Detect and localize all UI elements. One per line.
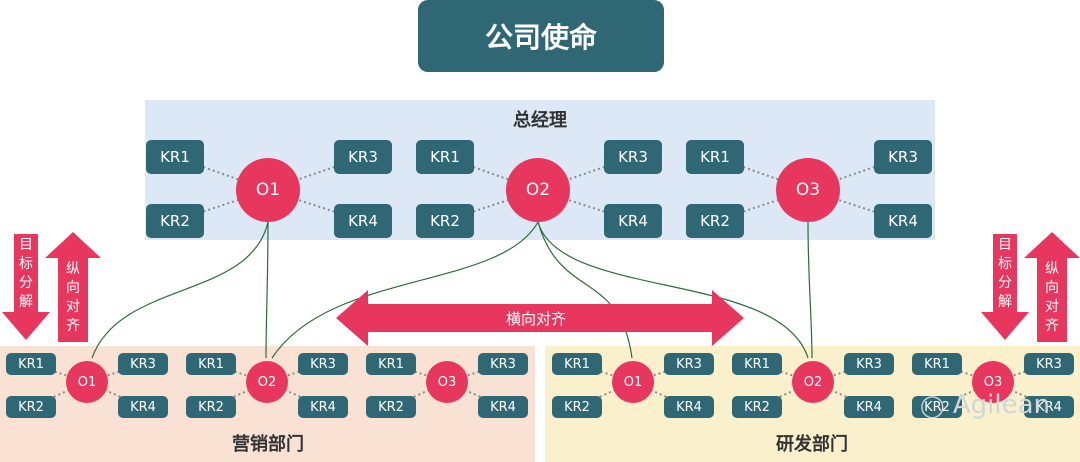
watermark: ◯ Agilean bbox=[920, 390, 1050, 420]
rnd-objective-2: O2 bbox=[792, 361, 834, 403]
gm-objective-2: O2 bbox=[506, 158, 570, 222]
rnd-g1-kr3: KR3 bbox=[664, 353, 714, 375]
gm-g3-kr3: KR3 bbox=[874, 140, 932, 174]
gm-g2-kr4: KR4 bbox=[604, 204, 662, 238]
mkt-g3-kr1: KR1 bbox=[366, 353, 416, 375]
mkt-g1-kr2: KR2 bbox=[6, 396, 56, 418]
rnd-g3-kr3: KR3 bbox=[1024, 353, 1074, 375]
rnd-g2-kr1: KR1 bbox=[732, 353, 782, 375]
align-arrow-left bbox=[45, 232, 101, 342]
company-mission: 公司使命 bbox=[418, 0, 664, 72]
align-label-right: 纵向对齐 bbox=[1045, 261, 1059, 334]
gm-objective-1: O1 bbox=[236, 158, 300, 222]
mkt-objective-3: O3 bbox=[426, 361, 468, 403]
gm-g3-kr2: KR2 bbox=[686, 204, 744, 238]
gm-g2-kr3: KR3 bbox=[604, 140, 662, 174]
wechat-icon: ◯ bbox=[919, 394, 945, 419]
align-arrow-right bbox=[1024, 232, 1080, 342]
decompose-label-left: 目标分解 bbox=[19, 237, 33, 310]
mkt-g2-kr4: KR4 bbox=[298, 396, 348, 418]
rnd-g2-kr3: KR3 bbox=[844, 353, 894, 375]
mkt-objective-1: O1 bbox=[66, 361, 108, 403]
gm-g1-kr4: KR4 bbox=[334, 204, 392, 238]
mkt-g1-kr3: KR3 bbox=[118, 353, 168, 375]
rnd-g3-kr4: KR4 bbox=[1024, 396, 1074, 418]
rnd-g2-kr4: KR4 bbox=[844, 396, 894, 418]
gm-g3-kr1: KR1 bbox=[686, 140, 744, 174]
decompose-arrow-right bbox=[981, 234, 1029, 340]
horizontal-align-arrow bbox=[336, 290, 744, 346]
link-gm-o2-mkt-o2 bbox=[271, 221, 539, 359]
marketing-label: 营销部门 bbox=[232, 434, 304, 455]
mkt-g2-kr2: KR2 bbox=[186, 396, 236, 418]
mkt-g3-kr3: KR3 bbox=[478, 353, 528, 375]
watermark-text: Agilean bbox=[952, 390, 1050, 420]
gm-g1-kr1: KR1 bbox=[146, 140, 204, 174]
link-gm-o1-mkt-o2 bbox=[265, 221, 269, 359]
rnd-g1-kr4: KR4 bbox=[664, 396, 714, 418]
gm-g3-kr4: KR4 bbox=[874, 204, 932, 238]
gm-objective-3: O3 bbox=[776, 158, 840, 222]
rnd-g3-kr1: KR1 bbox=[912, 353, 962, 375]
gm-g1-kr3: KR3 bbox=[334, 140, 392, 174]
mkt-g2-kr1: KR1 bbox=[186, 353, 236, 375]
mkt-g1-kr1: KR1 bbox=[6, 353, 56, 375]
mkt-g1-kr4: KR4 bbox=[118, 396, 168, 418]
decompose-label-right: 目标分解 bbox=[998, 237, 1012, 310]
link-gm-o2-rnd-o2 bbox=[537, 221, 809, 359]
mkt-objective-2: O2 bbox=[246, 361, 288, 403]
link-gm-o1-mkt-o1 bbox=[91, 221, 269, 359]
gm-g1-kr2: KR2 bbox=[146, 204, 204, 238]
gm-g2-kr2: KR2 bbox=[416, 204, 474, 238]
mkt-g3-kr2: KR2 bbox=[366, 396, 416, 418]
rnd-g1-kr2: KR2 bbox=[552, 396, 602, 418]
rnd-label: 研发部门 bbox=[776, 434, 848, 455]
gm-label: 总经理 bbox=[513, 110, 567, 131]
rnd-g3-kr2: KR2 bbox=[912, 396, 962, 418]
link-gm-o2-rnd-o1 bbox=[537, 221, 633, 359]
rnd-g2-kr2: KR2 bbox=[732, 396, 782, 418]
horizontal-align-label: 横向对齐 bbox=[506, 310, 567, 328]
mkt-g3-kr4: KR4 bbox=[478, 396, 528, 418]
rnd-objective-3: O3 bbox=[972, 361, 1014, 403]
decompose-arrow-left bbox=[2, 234, 50, 340]
link-gm-o3-rnd-o2 bbox=[807, 221, 813, 359]
gm-g2-kr1: KR1 bbox=[416, 140, 474, 174]
alignment-links bbox=[91, 221, 813, 359]
mkt-g2-kr3: KR3 bbox=[298, 353, 348, 375]
rnd-objective-1: O1 bbox=[612, 361, 654, 403]
rnd-g1-kr1: KR1 bbox=[552, 353, 602, 375]
align-label-left: 纵向对齐 bbox=[66, 261, 80, 334]
